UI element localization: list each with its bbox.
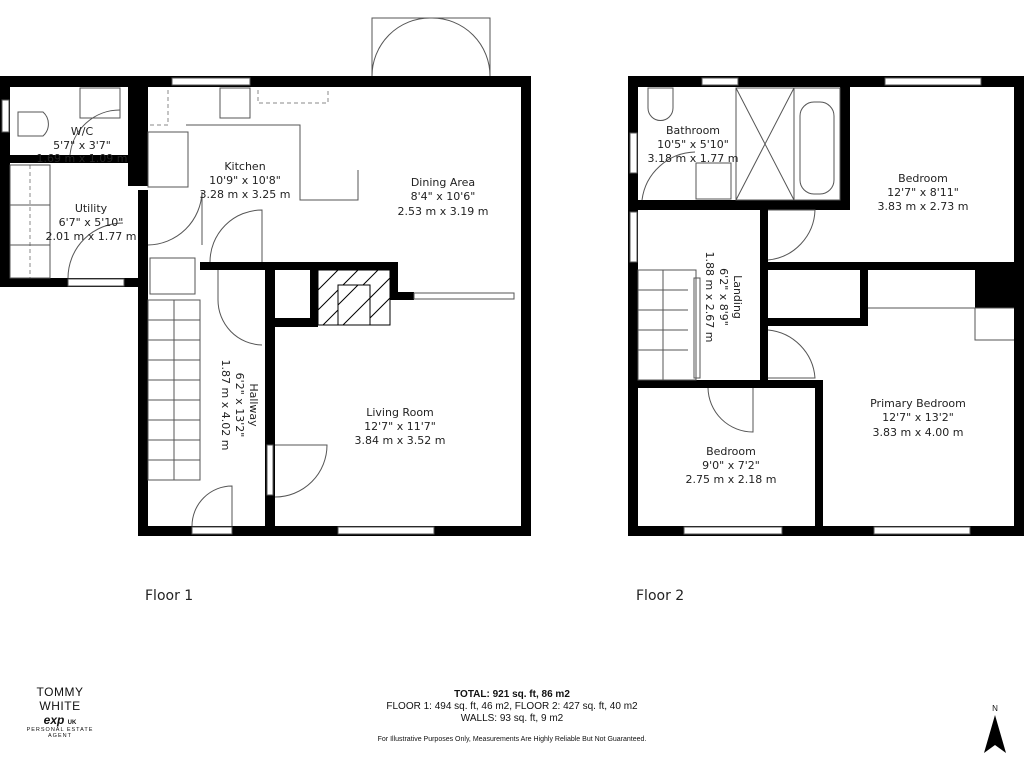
brand-tagline: PERSONAL ESTATE AGENT — [26, 727, 94, 739]
room-label-landing: Landing 6'2" x 8'9" 1.88 m x 2.67 m — [703, 252, 744, 343]
room-imperial: 6'2" x 8'9" — [717, 268, 730, 326]
floor-1-plan — [0, 17, 531, 536]
room-imperial: 6'7" x 5'10" — [59, 216, 124, 229]
room-metric: 3.83 m x 2.73 m — [878, 200, 969, 213]
area-summary: TOTAL: 921 sq. ft, 86 m2 FLOOR 1: 494 sq… — [300, 689, 724, 725]
room-metric: 1.69 m x 1.09 m — [37, 152, 128, 165]
arrow-shape — [984, 715, 1006, 753]
total-area: TOTAL: 921 sq. ft, 86 m2 — [454, 689, 570, 700]
room-label-bedroom-1: Bedroom 12'7" x 8'11" 3.83 m x 2.73 m — [878, 172, 969, 213]
room-imperial: 6'2" x 13'2" — [233, 373, 246, 438]
room-metric: 3.28 m x 3.25 m — [200, 188, 291, 201]
room-name: Kitchen — [224, 160, 265, 173]
room-metric: 1.88 m x 2.67 m — [703, 252, 716, 343]
room-metric: 2.01 m x 1.77 m — [46, 230, 137, 243]
room-label-primary-bedroom: Primary Bedroom 12'7" x 13'2" 3.83 m x 4… — [870, 397, 966, 439]
room-metric: 3.84 m x 3.52 m — [355, 434, 446, 447]
chimney-hatch — [317, 269, 391, 326]
room-label-living-room: Living Room 12'7" x 11'7" 3.84 m x 3.52 … — [355, 406, 446, 447]
room-name: Landing — [731, 275, 744, 319]
room-label-dining-area: Dining Area 8'4" x 10'6" 2.53 m x 3.19 m — [398, 176, 489, 218]
room-imperial: 9'0" x 7'2" — [702, 459, 760, 472]
floor-2-label: Floor 2 — [636, 588, 684, 604]
room-name: Hallway — [247, 383, 260, 427]
floor-1-label: Floor 1 — [145, 588, 193, 604]
room-label-hallway: Hallway 6'2" x 13'2" 1.87 m x 4.02 m — [219, 360, 260, 451]
room-imperial: 12'7" x 8'11" — [887, 186, 959, 199]
floor-areas: FLOOR 1: 494 sq. ft, 46 m2, FLOOR 2: 427… — [386, 701, 638, 712]
room-name: Living Room — [366, 406, 434, 419]
room-imperial: 10'9" x 10'8" — [209, 174, 281, 187]
wall-area: WALLS: 93 sq. ft, 9 m2 — [460, 713, 564, 724]
french-doors — [371, 17, 491, 79]
north-arrow-icon: N — [982, 704, 1008, 758]
brand-logo: TOMMY WHITE exp UK PERSONAL ESTATE AGENT — [20, 685, 100, 739]
room-name: Bedroom — [898, 172, 948, 185]
room-label-bedroom-2: Bedroom 9'0" x 7'2" 2.75 m x 2.18 m — [686, 445, 777, 486]
room-imperial: 10'5" x 5'10" — [657, 138, 729, 151]
room-metric: 2.53 m x 3.19 m — [398, 205, 489, 218]
room-name: Dining Area — [411, 176, 475, 189]
room-name: Bathroom — [666, 124, 720, 137]
room-name: Primary Bedroom — [870, 397, 966, 410]
stairs-floor-2 — [637, 269, 701, 381]
room-label-bathroom: Bathroom 10'5" x 5'10" 3.18 m x 1.77 m — [648, 124, 739, 165]
room-imperial: 5'7" x 3'7" — [53, 139, 111, 152]
room-label-utility: Utility 6'7" x 5'10" 2.01 m x 1.77 m — [46, 202, 137, 243]
room-imperial: 8'4" x 10'6" — [411, 190, 476, 203]
room-metric: 2.75 m x 2.18 m — [686, 473, 777, 486]
brand-exp-logo: exp UK — [43, 713, 77, 727]
brand-name: TOMMY WHITE — [36, 685, 84, 713]
stairs-floor-1 — [147, 299, 201, 481]
room-metric: 3.18 m x 1.77 m — [648, 152, 739, 165]
room-name: Utility — [75, 202, 108, 215]
room-metric: 3.83 m x 4.00 m — [873, 426, 964, 439]
room-name: Bedroom — [706, 445, 756, 458]
room-name: W/C — [71, 125, 94, 138]
floor-2-plan — [628, 76, 1024, 536]
room-label-kitchen: Kitchen 10'9" x 10'8" 3.28 m x 3.25 m — [200, 160, 291, 201]
room-label-wc: W/C 5'7" x 3'7" 1.69 m x 1.09 m — [37, 125, 128, 165]
room-imperial: 12'7" x 13'2" — [882, 411, 954, 424]
room-metric: 1.87 m x 4.02 m — [219, 360, 232, 451]
disclaimer: For Illustrative Purposes Only, Measurem… — [377, 736, 647, 743]
room-imperial: 12'7" x 11'7" — [364, 420, 436, 433]
north-label: N — [992, 704, 998, 713]
